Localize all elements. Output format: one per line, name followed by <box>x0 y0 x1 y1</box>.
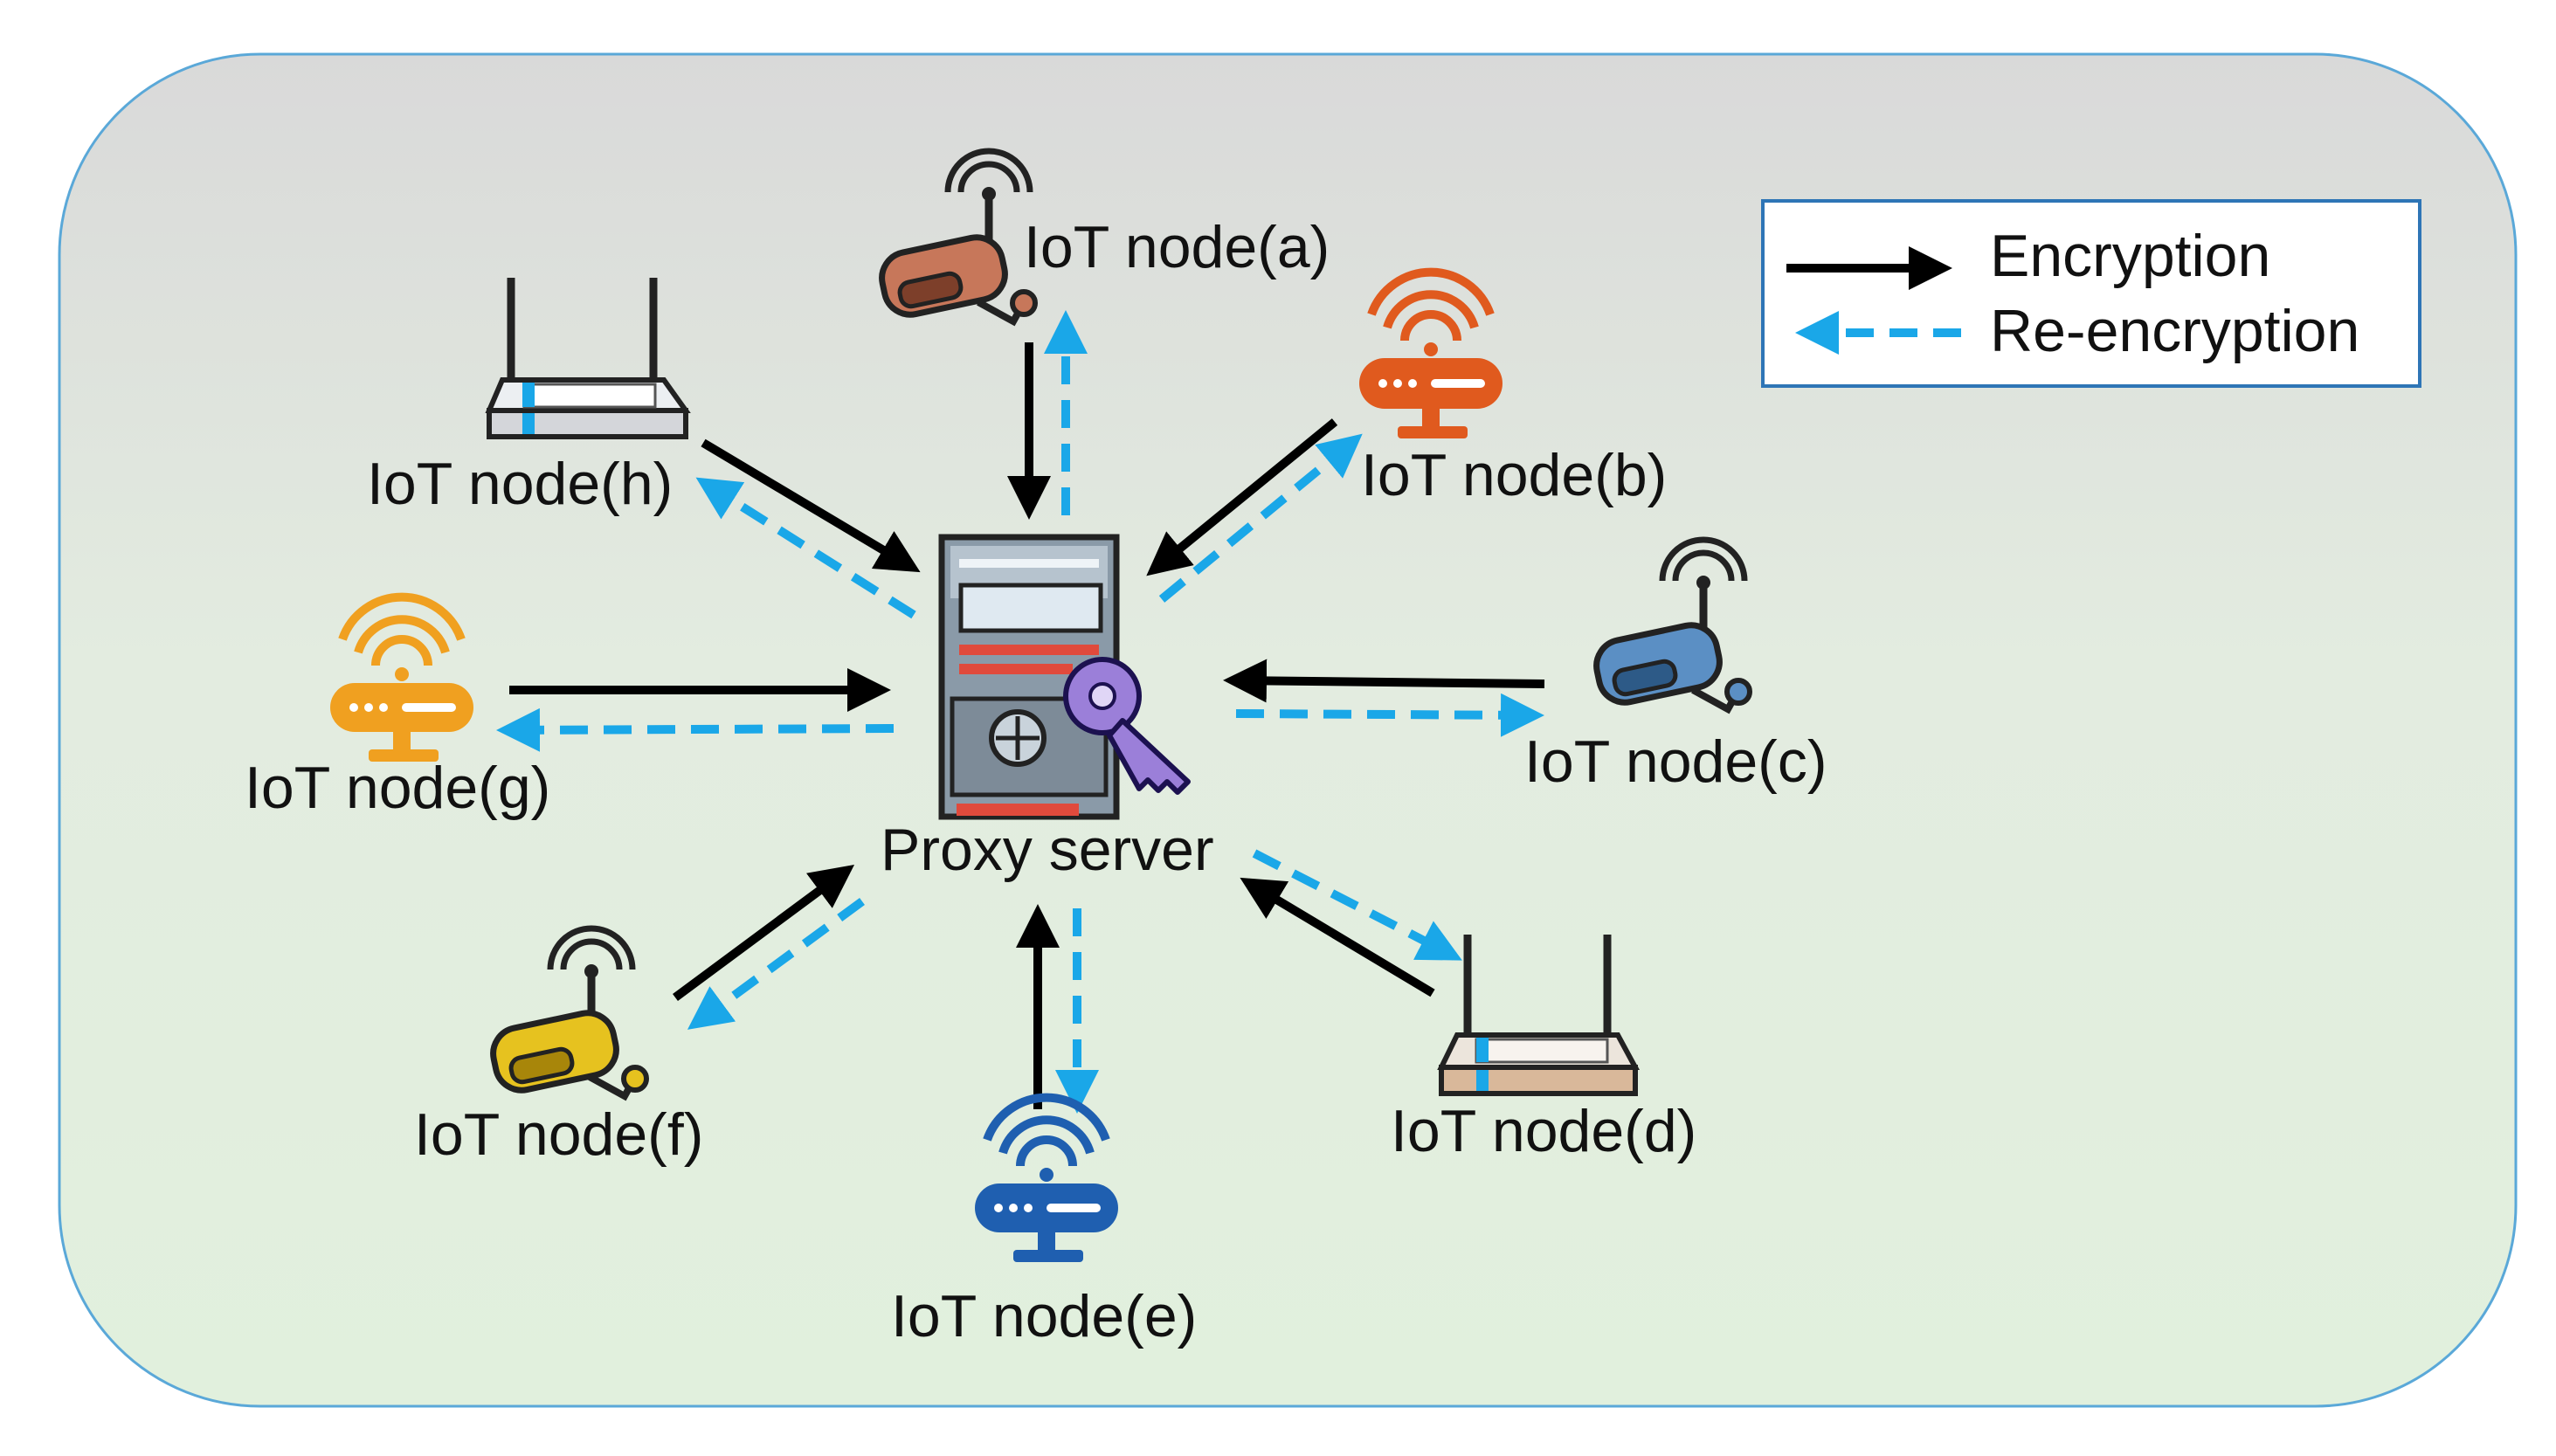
camera-icon <box>879 148 1038 327</box>
legend-encryption-label: Encryption <box>1990 223 2270 289</box>
server-key-icon <box>938 534 1191 820</box>
re-encryption-arrow-f <box>687 897 865 1030</box>
node-c-label: IoT node(c) <box>1524 728 1827 795</box>
router-icon <box>485 278 691 439</box>
wifi-modem-icon <box>975 1093 1118 1262</box>
node-a-label: IoT node(a) <box>1024 214 1330 280</box>
node-f-label: IoT node(f) <box>414 1101 703 1168</box>
legend: Encryption Re-encryption <box>1761 199 2421 388</box>
re-encryption-arrow-d <box>1252 849 1462 961</box>
node-h-label: IoT node(h) <box>367 451 673 517</box>
legend-box <box>1761 199 2421 388</box>
encryption-arrow-h <box>701 438 921 573</box>
encryption-arrow-f <box>673 865 855 1002</box>
node-b-label: IoT node(b) <box>1361 442 1667 508</box>
proxy-server-label: Proxy server <box>881 817 1214 883</box>
node-e-label: IoT node(e) <box>891 1283 1197 1349</box>
wifi-modem-icon <box>330 592 473 762</box>
re-encryption-arrow-g <box>496 707 895 752</box>
re-encryption-arrow-c <box>1235 693 1544 737</box>
encryption-arrow-c <box>1223 659 1545 703</box>
wifi-modem-icon <box>1359 267 1503 438</box>
camera-icon <box>490 925 649 1101</box>
router-icon <box>1437 935 1641 1096</box>
camera-icon <box>1593 536 1752 714</box>
node-d-label: IoT node(d) <box>1391 1098 1696 1164</box>
legend-re-encryption-label: Re-encryption <box>1990 298 2359 364</box>
encryption-arrow-d <box>1240 877 1435 997</box>
node-g-label: IoT node(g) <box>245 755 550 821</box>
encryption-arrow-b <box>1146 418 1338 576</box>
